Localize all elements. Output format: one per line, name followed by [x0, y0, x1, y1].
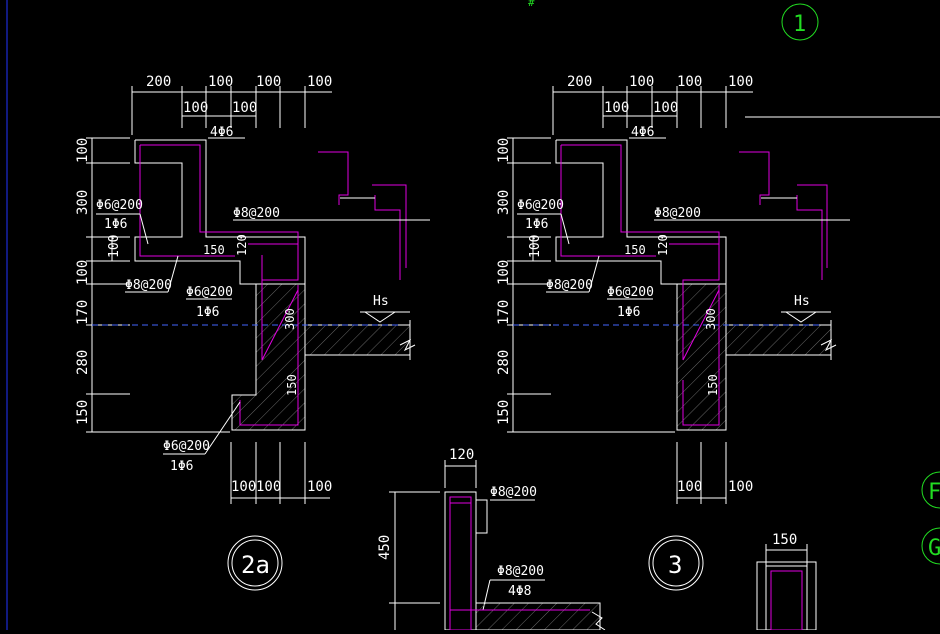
- dim-left: 450: [377, 535, 393, 560]
- dim-bottom-3: 100: [307, 479, 332, 495]
- detail-2a[interactable]: 200 100 100 100 100 100 100 300 100 170 …: [75, 74, 430, 591]
- top-mark: #: [528, 0, 535, 9]
- detail-small-column[interactable]: 150: [756, 532, 817, 631]
- dim-top: 150: [772, 532, 797, 548]
- dim-bottom-1: 100: [231, 479, 256, 495]
- dim-top-5: 100: [604, 100, 629, 116]
- right-tag-circle-1: [921, 471, 940, 509]
- label-phi8-200-b: Φ8@200: [497, 564, 544, 579]
- axis-tag-label: 1: [793, 12, 806, 37]
- right-tag-2: G: [928, 536, 940, 561]
- label-phi6-200-a: Φ6@200: [517, 198, 564, 213]
- label-4phi6: 4Φ6: [210, 125, 233, 140]
- dim-top: 120: [449, 447, 474, 463]
- label-1phi6-b: 1Φ6: [617, 305, 640, 320]
- label-1phi6-b: 1Φ6: [196, 305, 219, 320]
- dim-left-4: 170: [75, 300, 91, 325]
- dim-top-4: 100: [307, 74, 332, 90]
- detail-column-section[interactable]: 120 450 Φ8@200 Φ8@200 4Φ8: [377, 447, 606, 631]
- label-phi8-200-a: Φ8@200: [654, 206, 701, 221]
- dim-left-1: 100: [496, 138, 512, 163]
- label-120: 120: [656, 234, 670, 256]
- dim-top-6: 100: [232, 100, 257, 116]
- dim-left-3: 100: [496, 260, 512, 285]
- dim-left-3: 100: [75, 260, 91, 285]
- dim-left-6: 150: [75, 400, 91, 425]
- label-4phi8: 4Φ8: [508, 584, 531, 599]
- dim-left-1: 100: [75, 138, 91, 163]
- dim-left-4: 170: [496, 300, 512, 325]
- dim-top-2: 100: [208, 74, 233, 90]
- label-phi6-200-b: Φ6@200: [607, 285, 654, 300]
- label-1phi6-c: 1Φ6: [170, 459, 193, 474]
- label-phi6-200-b: Φ6@200: [186, 285, 233, 300]
- dim-top-4: 100: [728, 74, 753, 90]
- label-120: 120: [235, 234, 249, 256]
- dim-bottom-2: 100: [256, 479, 281, 495]
- label-phi8-200-b: Φ8@200: [546, 278, 593, 293]
- dim-top-6: 100: [653, 100, 678, 116]
- label-300: 300: [704, 308, 718, 330]
- label-1phi6-a: 1Φ6: [525, 217, 548, 232]
- dim-top-1: 200: [567, 74, 592, 90]
- dim-left-6: 150: [496, 400, 512, 425]
- label-phi6-200-a: Φ6@200: [96, 198, 143, 213]
- dim-top-5: 100: [183, 100, 208, 116]
- label-150: 150: [624, 243, 646, 257]
- dim-top-2: 100: [629, 74, 654, 90]
- right-tag-circle-2: [921, 527, 940, 565]
- dim-bottom-2: 100: [728, 479, 753, 495]
- dim-top-1: 200: [146, 74, 171, 90]
- detail-3[interactable]: 200 100 100 100 100 100 100 300 100 170 …: [496, 74, 850, 591]
- dim-left-5: 280: [496, 350, 512, 375]
- label-300: 300: [283, 308, 297, 330]
- dim-bottom-1: 100: [677, 479, 702, 495]
- label-1phi6-a: 1Φ6: [104, 217, 127, 232]
- dim-left-2: 300: [75, 190, 91, 215]
- label-150b: 150: [706, 374, 720, 396]
- detail-tag-3: 3: [668, 551, 682, 579]
- label-150: 150: [203, 243, 225, 257]
- dim-left-5: 280: [75, 350, 91, 375]
- label-4phi6: 4Φ6: [631, 125, 654, 140]
- dim-left-2: 300: [496, 190, 512, 215]
- label-phi8-200-b: Φ8@200: [125, 278, 172, 293]
- hs-label: Hs: [373, 294, 389, 309]
- detail-tag-2a: 2a: [241, 551, 270, 579]
- right-tag-1: F: [928, 480, 940, 505]
- label-phi8-200-a: Φ8@200: [490, 485, 537, 500]
- dim-top-3: 100: [256, 74, 281, 90]
- label-150b: 150: [285, 374, 299, 396]
- hs-label: Hs: [794, 294, 810, 309]
- label-phi8-200-a: Φ8@200: [233, 206, 280, 221]
- dim-left-inner: 100: [528, 235, 543, 258]
- dim-left-inner: 100: [107, 235, 122, 258]
- axis-tag-circle: [781, 3, 819, 41]
- label-phi6-200-c: Φ6@200: [163, 439, 210, 454]
- dim-top-3: 100: [677, 74, 702, 90]
